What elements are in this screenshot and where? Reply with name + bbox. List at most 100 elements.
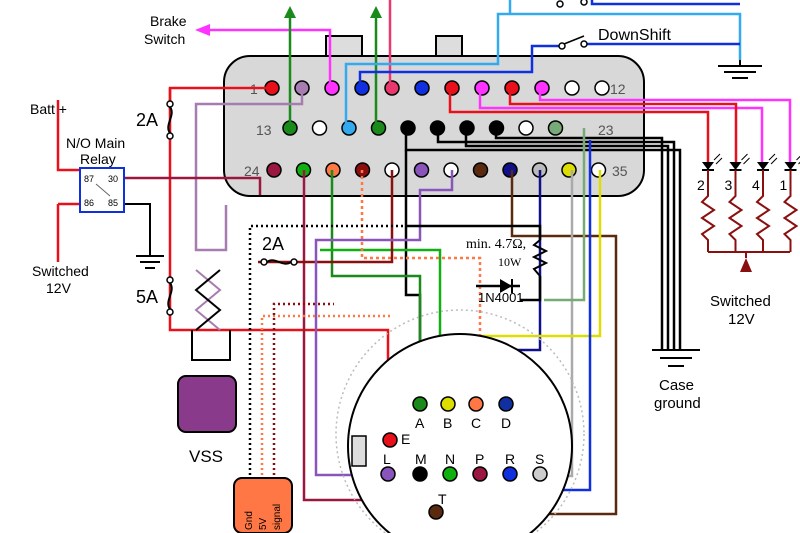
relay-pin-30: 30 — [108, 174, 118, 184]
resistor-label-2: 10W — [498, 255, 522, 269]
fuse-5a-label: 5A — [136, 287, 158, 307]
trans-pin-label-L: L — [383, 451, 391, 467]
diode — [500, 279, 513, 293]
led-icon — [702, 162, 714, 170]
pin-row3-9 — [502, 162, 518, 178]
trans-pin-B — [440, 396, 456, 412]
wire-brake — [205, 28, 332, 88]
up-arrow-icon — [740, 258, 752, 272]
pin-row1-8 — [474, 80, 490, 96]
trans-pin-label-B: B — [443, 415, 452, 431]
led-icon — [729, 162, 742, 170]
pin-row1-6 — [414, 80, 430, 96]
ecu-connector: 1 12 13 23 24 35 — [223, 35, 645, 197]
ground-top — [718, 60, 762, 79]
pin-row1-11 — [564, 80, 580, 96]
pin-row1-12 — [594, 80, 610, 96]
up-arrow-icon — [370, 6, 382, 18]
trans-pin-label-P: P — [475, 451, 484, 467]
pin-row2-3 — [341, 120, 357, 136]
trans-pin-C — [468, 396, 484, 412]
led-resistor — [782, 170, 799, 252]
pin-row3-12 — [590, 162, 607, 178]
trans-pin-L — [380, 466, 396, 482]
led-ray — [768, 153, 778, 165]
led-label-2: 2 — [697, 177, 705, 193]
trans-pin-D — [498, 396, 514, 412]
pin-row2-5 — [400, 120, 416, 136]
brake-label-1: Brake — [150, 13, 187, 29]
led-icon — [757, 162, 769, 170]
pin-number-35: 35 — [612, 163, 628, 179]
vss-label: VSS — [189, 447, 223, 466]
fuse-2a-mid — [260, 258, 298, 266]
relay-label-2: Relay — [80, 151, 116, 167]
wire-downshift — [358, 44, 560, 88]
trans-pin-S — [532, 466, 548, 482]
batt-label: Batt + — [30, 101, 67, 117]
switched-right-2: 12V — [728, 311, 755, 328]
trans-pin-label-A: A — [415, 415, 425, 431]
trans-pin-T — [428, 504, 444, 520]
led-icon — [784, 162, 797, 170]
pin-number-24: 24 — [244, 163, 260, 179]
pin-row1-3 — [324, 80, 340, 96]
brake-arrow-icon — [195, 24, 210, 36]
trans-pin-M — [412, 466, 428, 482]
pin-number-23: 23 — [598, 122, 614, 138]
pin-number-13: 13 — [256, 122, 272, 138]
pin-row1-4 — [354, 80, 370, 96]
case-ground-label-1: Case — [659, 377, 694, 394]
relay-pin-86: 86 — [84, 198, 94, 208]
relay-pin-87: 87 — [84, 174, 94, 184]
trans-pin-label-T: T — [438, 491, 447, 507]
vss-sensor — [177, 375, 237, 433]
main-relay: 87 30 86 85 — [56, 100, 151, 262]
pin-number-12: 12 — [610, 81, 626, 97]
pin-row1-10 — [534, 80, 550, 96]
tps-signal: signal — [272, 504, 283, 530]
trans-pin-label-R: R — [505, 451, 515, 467]
pin-row3-11 — [561, 162, 577, 178]
case-ground-label-2: ground — [654, 395, 701, 412]
relay-label-1: N/O Main — [66, 135, 125, 151]
led-label-3: 3 — [725, 177, 733, 193]
trans-pin-label-E: E — [401, 431, 410, 447]
switched-right-1: Switched — [710, 293, 771, 310]
fuse-2a-top-label: 2A — [136, 110, 158, 130]
switched-left-1: Switched — [32, 263, 89, 279]
case-ground-symbol — [652, 349, 700, 367]
fuse-5a — [166, 276, 174, 316]
trans-pin-R — [502, 466, 518, 482]
switched-left-2: 12V — [46, 280, 72, 296]
trans-pin-label-N: N — [445, 451, 455, 467]
pin-row3-8 — [472, 162, 489, 178]
pin-row2-10 — [547, 120, 564, 136]
led-resistor — [755, 170, 771, 252]
tps-5v: 5V — [258, 517, 269, 530]
wire-lightblue — [344, 12, 742, 128]
downshift-label: DownShift — [598, 27, 671, 44]
led-resistor — [727, 170, 744, 252]
vss-coil — [194, 269, 222, 331]
pin-row2-2 — [311, 120, 328, 136]
trans-pin-label-D: D — [501, 415, 511, 431]
led-ray — [713, 153, 723, 165]
downshift-switch — [556, 0, 588, 50]
trans-pin-A — [412, 396, 428, 412]
pin-row3-1 — [266, 162, 282, 178]
fuse-2a-top — [166, 100, 174, 140]
tps-sensor — [233, 477, 293, 533]
resistor-label-1: min. 4.7Ω, — [466, 237, 526, 252]
up-arrow-icon — [284, 6, 296, 18]
trans-pin-label-C: C — [471, 415, 481, 431]
pin-row2-4 — [370, 120, 387, 136]
fuse-2a-mid-label: 2A — [262, 234, 284, 254]
tps-gnd: Gnd — [244, 511, 255, 530]
led-ray — [796, 155, 800, 165]
trans-pin-label-M: M — [415, 451, 427, 467]
